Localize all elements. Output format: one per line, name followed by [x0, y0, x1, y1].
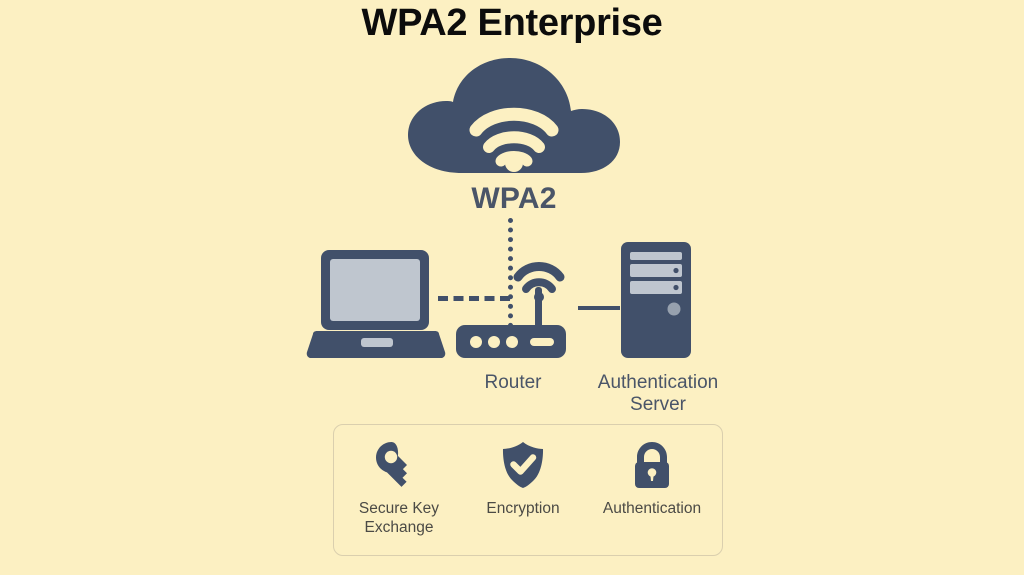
connector-laptop-router [438, 296, 510, 301]
features-list: Secure Key Exchange Encryption Authe [333, 424, 723, 556]
feature-authentication[interactable]: Authentication [583, 440, 721, 518]
server-label: Authentication Server [597, 372, 719, 415]
cloud-label: WPA2 [471, 182, 557, 215]
cloud-wifi-icon [400, 55, 628, 180]
key-icon [373, 440, 425, 490]
connector-cloud-router [508, 218, 513, 328]
shield-check-icon [499, 440, 547, 490]
features-panel [333, 424, 723, 556]
padlock-icon [630, 440, 674, 490]
feature-label: Authentication [602, 500, 702, 517]
feature-encryption[interactable]: Encryption [463, 440, 583, 518]
router-icon [450, 255, 575, 360]
page-title: WPA2 Enterprise [361, 2, 663, 44]
feature-label: Secure Key Exchange [358, 500, 440, 536]
laptop-icon [305, 248, 447, 360]
feature-secure-key-exchange[interactable]: Secure Key Exchange [335, 440, 463, 537]
feature-label: Encryption [486, 500, 560, 517]
server-tower-icon [615, 240, 697, 362]
router-label: Router [484, 372, 542, 393]
connector-router-server [578, 306, 620, 310]
